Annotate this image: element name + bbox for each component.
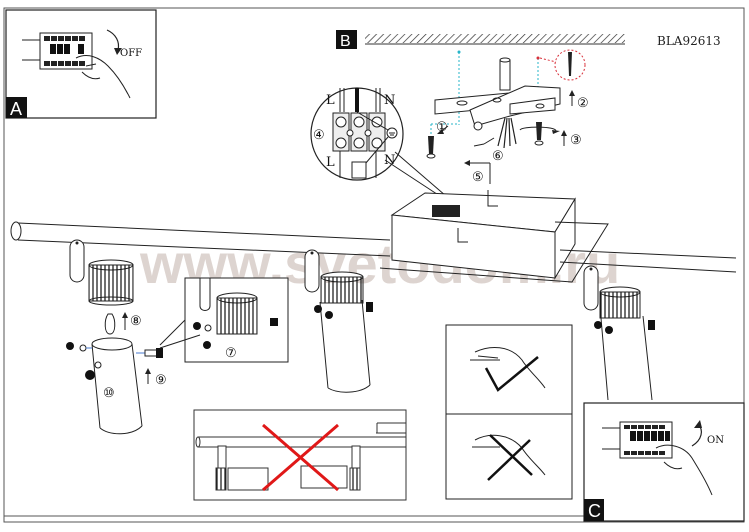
step-2-label: ②: [577, 96, 589, 111]
wall-anchor-icon: [568, 52, 572, 76]
terminal-neutral-top: N: [384, 93, 395, 108]
on-label: ON: [707, 435, 724, 446]
panel-a-letter: A: [10, 99, 22, 119]
screw-icon: [428, 136, 434, 154]
step-8-label: ⑧: [130, 314, 142, 329]
step-6-label: ⑥: [492, 149, 504, 164]
incorrect-mounting-panel: [193, 409, 407, 501]
panel-a-switch-off: A OFF: [5, 9, 157, 119]
detail-inset-step-7: ⑦: [159, 277, 289, 363]
ceiling-canopy: [379, 190, 609, 283]
step-9-label: ⑨: [155, 373, 167, 388]
terminal-live-top: L: [326, 93, 335, 108]
panel-a-frame: [5, 9, 157, 119]
hand-icon: [75, 55, 131, 99]
step-7-label: ⑦: [225, 346, 237, 361]
terminal-block-detail: [310, 87, 447, 201]
spotlight-mounted-right: [583, 265, 655, 401]
off-label: OFF: [120, 48, 142, 59]
terminal-live-bottom: L: [326, 155, 335, 170]
step-5-label: ⑤: [472, 170, 484, 185]
panel-c-letter: C: [588, 501, 601, 521]
step-10-label: ⑩: [103, 386, 115, 401]
anchor-detail-circle: [554, 49, 586, 81]
panel-b-badge: [336, 30, 357, 49]
model-code: BLA92613: [657, 34, 721, 48]
mounting-bracket: [426, 49, 586, 159]
hand-icon: [655, 444, 713, 496]
page-frame: [3, 7, 745, 523]
red-cross-icon: [262, 423, 339, 492]
rotate-down-arrow-icon: [106, 29, 120, 51]
breaker-switches: [44, 36, 85, 66]
spotlight-mounted-center: [304, 249, 373, 393]
step-1-label: ①: [436, 120, 448, 135]
panel-c-badge: [584, 499, 604, 521]
terminal-connector: [432, 205, 460, 217]
panel-a-badge: [6, 97, 27, 118]
terminal-neutral-bottom: N: [384, 153, 395, 168]
lamp-bulb-icon: [104, 313, 116, 335]
black-cross-icon: [487, 434, 533, 481]
panel-b-letter: B: [340, 33, 351, 50]
hand-icon: [474, 347, 546, 389]
breaker-switches: [624, 425, 670, 455]
spotlight-exploded: [66, 239, 163, 435]
checkmark-icon: [484, 356, 539, 392]
panel-c-switch-on: C ON: [583, 402, 745, 522]
step-3-label: ③: [570, 133, 582, 148]
ceiling-hatch: [365, 34, 625, 43]
step-4-label: ④: [313, 128, 325, 143]
glove-usage-panel: [445, 324, 573, 500]
screw-icon: [536, 122, 542, 140]
